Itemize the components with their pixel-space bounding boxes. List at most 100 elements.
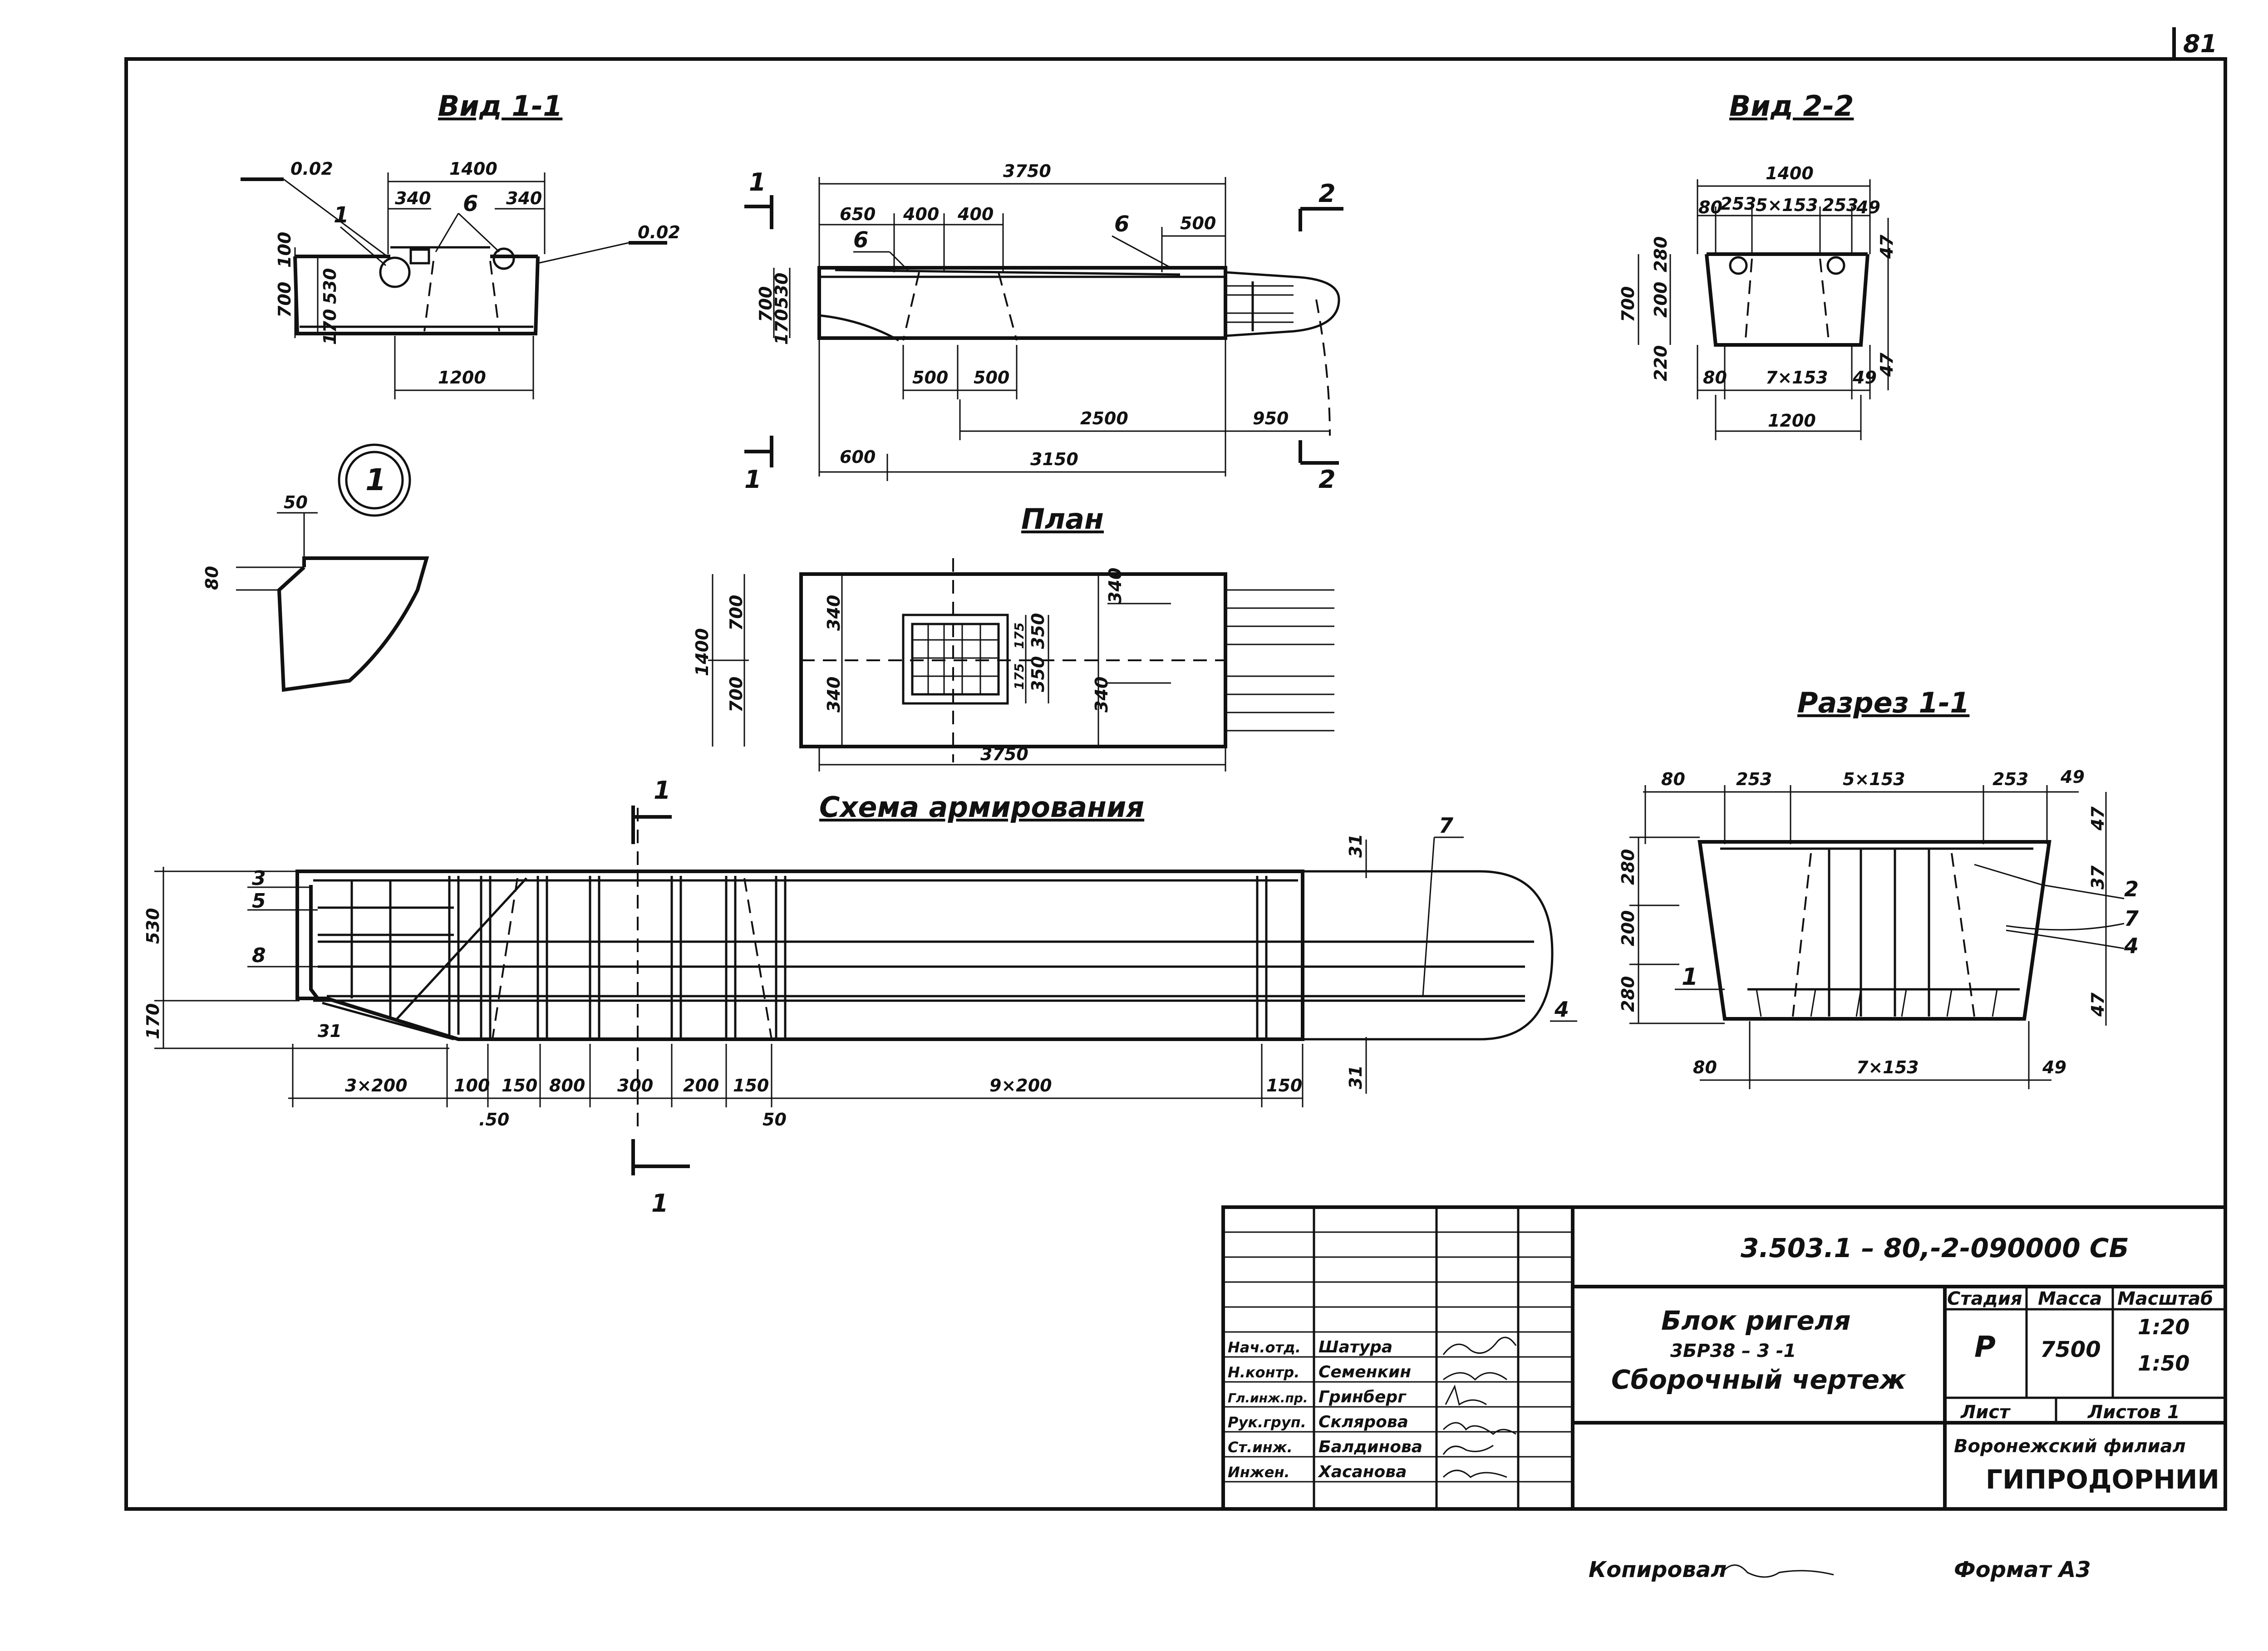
v2-dim-49b: 49: [1852, 368, 1877, 388]
scheme-pos-7: 7: [1439, 813, 1453, 838]
name-2: Семенкин: [1318, 1363, 1411, 1381]
v2-dim-253b: 253: [1822, 195, 1858, 215]
cut-2-top: 2: [1318, 179, 1336, 208]
doc-code: 3.503.1 – 80,-2-090000 СБ: [1741, 1233, 2129, 1263]
elev-callout-6b: 6: [1114, 211, 1129, 237]
plan-dim-700b: 700: [726, 677, 746, 712]
scheme-dim-800: 800: [549, 1076, 585, 1096]
elev-dim-500top: 500: [1180, 213, 1216, 233]
v2-dim-47b: 47: [1877, 353, 1897, 377]
scheme-dim-150b: 150: [733, 1076, 769, 1096]
scheme-dim-150a: 150: [502, 1076, 537, 1096]
format-label: Формат А3: [1954, 1557, 2091, 1582]
col-stage: Стадия: [1947, 1288, 2022, 1309]
plan-dim-350b: 350: [1028, 656, 1048, 692]
v2-dim-80b: 80: [1703, 368, 1727, 388]
org-line-2: ГИПРОДОРНИИ: [1986, 1464, 2219, 1495]
elev-callout-6a: 6: [853, 227, 868, 253]
plan-view: План 1400 700 700 340 340 340 340: [692, 502, 1334, 771]
sec-dim-37: 37: [2088, 865, 2108, 889]
role-6: Инжен.: [1228, 1464, 1290, 1481]
sec-pos-7: 7: [2124, 906, 2139, 931]
sec-dim-49: 49: [2060, 767, 2085, 787]
flat-002-left: 0.02: [290, 159, 333, 179]
scheme-dim-530: 530: [143, 908, 163, 944]
role-2: Н.контр.: [1228, 1364, 1299, 1381]
scheme-dim-31a: 31: [318, 1021, 342, 1041]
dim-530: 530: [320, 268, 340, 304]
sec-pos-1: 1: [1682, 963, 1698, 991]
elev-dim-530: 530: [772, 273, 792, 309]
sec-pos-4: 4: [2124, 934, 2139, 958]
scheme-dim-31b: 31: [1346, 834, 1366, 858]
name-6: Хасанова: [1318, 1463, 1407, 1481]
sec-dim-253b: 253: [1992, 769, 2028, 789]
copied-label: Копировал: [1589, 1557, 1727, 1582]
cut-2-bottom: 2: [1318, 465, 1336, 494]
sec-dim-280a: 280: [1618, 849, 1638, 885]
elev-dim-650: 650: [840, 204, 876, 224]
v2-dim-5x153: 5×153: [1756, 195, 1818, 215]
elev-dim-400b: 400: [957, 204, 994, 224]
sec-dim-200: 200: [1618, 910, 1638, 946]
reinforcement-scheme: Схема армирования: [143, 776, 1577, 1218]
sec-dim-253a: 253: [1736, 769, 1772, 789]
stage-value: Р: [1974, 1331, 1996, 1364]
name-3: Гринберг: [1318, 1388, 1407, 1406]
callout-1: 1: [334, 202, 349, 228]
elev-dim-500a: 500: [912, 368, 948, 388]
sec-dim-80: 80: [1661, 769, 1685, 789]
sec-dim-280b: 280: [1618, 976, 1638, 1012]
copied-signature: [1719, 1564, 1834, 1578]
scheme-pos-5: 5: [252, 889, 266, 913]
col-mass: Масса: [2038, 1288, 2102, 1309]
v2-dim-253a: 253: [1720, 194, 1756, 214]
view-2-2-title: Вид 2-2: [1729, 89, 1854, 123]
plan-title: План: [1021, 502, 1104, 536]
role-4: Рук.груп.: [1228, 1414, 1306, 1431]
v2-dim-220: 220: [1651, 345, 1671, 381]
elev-dim-3750: 3750: [1003, 161, 1051, 181]
section-1-1: Разрез 1-1 80 253 5×153 253 49 280: [1618, 686, 2139, 1089]
elev-dim-600: 600: [840, 447, 876, 467]
sheets-label: Листов 1: [2087, 1402, 2180, 1423]
name-line-1: Блок ригеля: [1661, 1305, 1851, 1336]
scheme-dim-31c: 31: [1346, 1065, 1366, 1089]
plan-dim-340c: 340: [1105, 568, 1125, 604]
scheme-pos-4: 4: [1554, 997, 1569, 1022]
dim-340a: 340: [395, 188, 431, 208]
cut-1-top: 1: [749, 168, 766, 197]
elevation-view: 3750 650 400 400 6 6 500 700 530 170 500…: [744, 161, 1343, 494]
plan-dim-3750: 3750: [980, 744, 1028, 764]
scale-2: 1:50: [2138, 1351, 2189, 1376]
mass-value: 7500: [2040, 1337, 2101, 1362]
elev-dim-700: 700: [756, 286, 776, 322]
dim-340b: 340: [506, 188, 542, 208]
section-1-1-title: Разрез 1-1: [1797, 686, 1969, 719]
name-5: Балдинова: [1318, 1438, 1422, 1456]
dim-170: 170: [320, 309, 340, 345]
view-1-1-title: Вид 1-1: [438, 89, 562, 123]
v2-dim-200: 200: [1651, 282, 1671, 318]
footer: Копировал Формат А3: [1589, 1557, 2091, 1582]
elev-dim-170: 170: [772, 309, 792, 345]
role-5: Ст.инж.: [1228, 1439, 1293, 1456]
detail-1-label: 1: [365, 462, 386, 497]
v2-dim-700: 700: [1618, 286, 1638, 322]
dim-1400: 1400: [449, 159, 497, 179]
v2-dim-280: 280: [1651, 236, 1671, 272]
scheme-title: Схема армирования: [819, 791, 1144, 824]
detail-1: 1 50 80: [202, 443, 429, 692]
org-line-1: Воронежский филиал: [1954, 1436, 2186, 1457]
dim-700: 700: [275, 282, 295, 318]
v2-dim-7x153: 7×153: [1766, 368, 1828, 388]
v2-dim-1400: 1400: [1766, 163, 1814, 183]
elev-dim-2500: 2500: [1080, 408, 1128, 428]
scheme-dim-100: 100: [454, 1076, 490, 1096]
sec-dim-47a: 47: [2088, 806, 2108, 831]
v2-dim-47a: 47: [1877, 235, 1897, 259]
scheme-dim-300: 300: [617, 1076, 653, 1096]
plan-dim-340a: 340: [824, 595, 844, 631]
dim-100: 100: [275, 232, 295, 268]
